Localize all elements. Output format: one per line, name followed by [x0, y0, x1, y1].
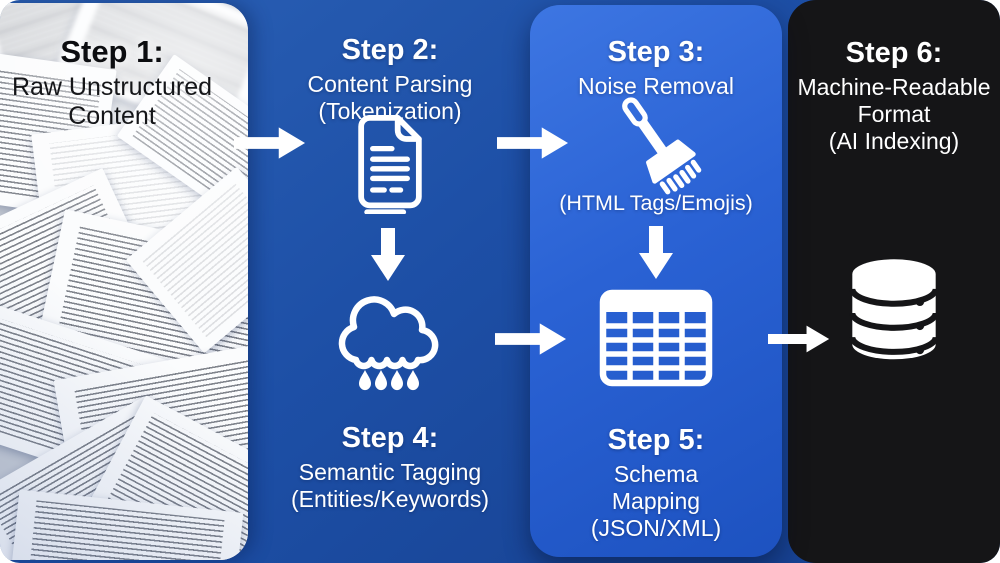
step5-line: Schema [613, 460, 699, 487]
arrow-right-icon [234, 126, 306, 160]
step5-title: Step 5: [607, 424, 705, 456]
arrow-right-icon [495, 322, 567, 356]
cloud-rain-icon [332, 296, 444, 396]
arrow-down-icon [638, 226, 674, 280]
step5-label: Step 5: Schema Mapping (JSON/XML) [530, 423, 782, 542]
database-icon [842, 250, 946, 363]
step3-line: Noise Removal [578, 72, 734, 99]
arrow-down-icon [370, 228, 406, 282]
step2-line: Content Parsing [307, 70, 473, 97]
arrow-right-icon [497, 126, 569, 160]
step6-line: (AI Indexing) [828, 127, 960, 154]
step3-5-panel: Step 3: Noise Removal [530, 5, 782, 557]
step4-line: (Entities/Keywords) [290, 485, 490, 512]
step6-title: Step 6: [845, 37, 943, 69]
step1-line: Content [68, 102, 156, 131]
step3-caption: (HTML Tags/Emojis) [559, 191, 753, 215]
step6-label: Step 6: Machine-Readable Format (AI Inde… [788, 36, 1000, 155]
step1-label: Step 1: Raw Unstructured Content [0, 33, 248, 132]
step5-line: Mapping [611, 487, 701, 514]
table-icon [599, 289, 713, 387]
step3-title: Step 3: [607, 36, 705, 68]
arrow-right-icon [768, 321, 830, 357]
step1-title: Step 1: [60, 34, 164, 69]
document-icon [346, 114, 434, 214]
step4-label: Step 4: Semantic Tagging (Entities/Keywo… [258, 421, 522, 513]
step6-line: Format [857, 100, 931, 127]
step5-line: (JSON/XML) [590, 514, 722, 541]
step6-panel: Step 6: Machine-Readable Format (AI Inde… [788, 0, 1000, 563]
step3-label: Step 3: Noise Removal [530, 35, 782, 100]
step1-panel: Step 1: Raw Unstructured Content [0, 3, 248, 560]
broom-icon [604, 91, 708, 195]
step6-line: Machine-Readable [797, 73, 991, 100]
step2-label: Step 2: Content Parsing (Tokenization) [258, 33, 522, 125]
step1-line: Raw Unstructured [11, 73, 213, 102]
step2-title: Step 2: [341, 34, 439, 66]
step4-title: Step 4: [341, 422, 439, 454]
step4-line: Semantic Tagging [298, 458, 482, 485]
